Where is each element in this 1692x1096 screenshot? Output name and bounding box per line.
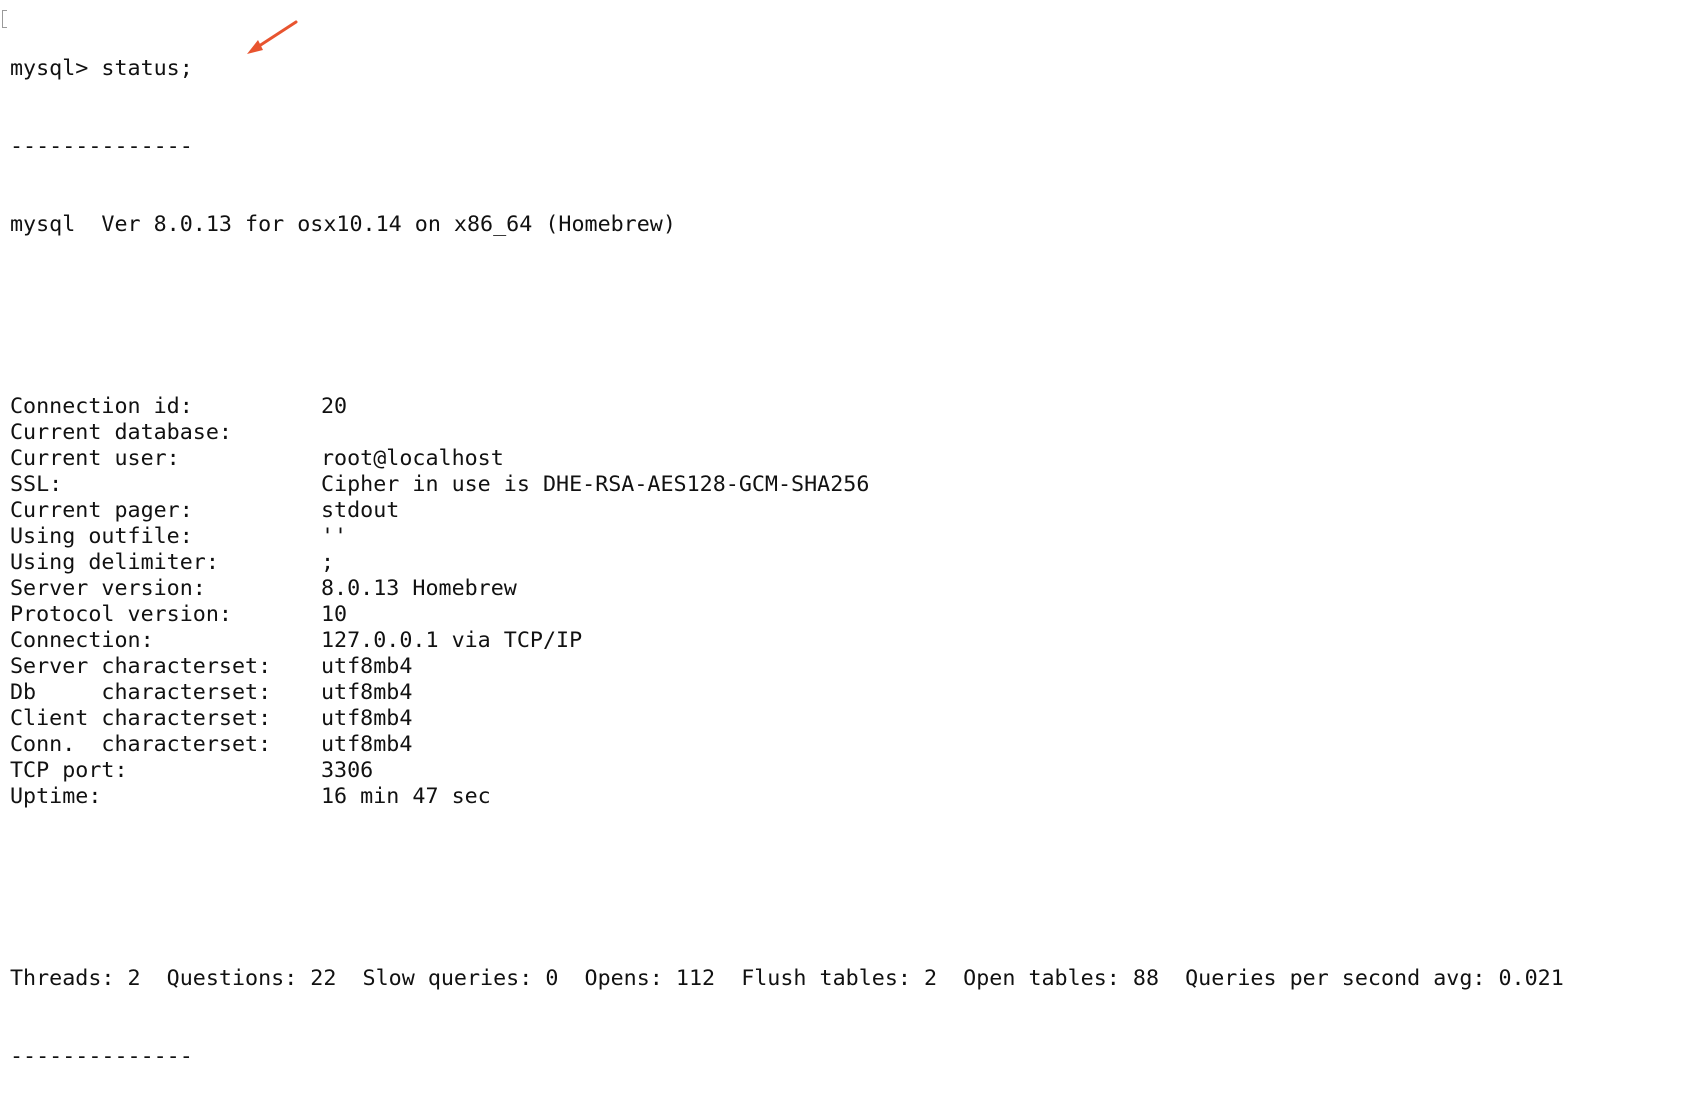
status-row: Using outfile: '' bbox=[10, 524, 1564, 550]
status-label: Db characterset: bbox=[10, 680, 272, 705]
terminal-output: mysql> status; -------------- mysql Ver … bbox=[10, 4, 1564, 1096]
status-value: 10 bbox=[321, 602, 348, 627]
status-row: Db characterset: utf8mb4 bbox=[10, 680, 1564, 706]
status-row: Connection: 127.0.0.1 via TCP/IP bbox=[10, 628, 1564, 654]
status-value: 20 bbox=[321, 394, 348, 419]
prompt-line: mysql> status; bbox=[10, 56, 193, 81]
status-value: utf8mb4 bbox=[321, 732, 413, 757]
status-row: Protocol version: 10 bbox=[10, 602, 1564, 628]
status-label: SSL: bbox=[10, 472, 63, 497]
status-row: Current database: bbox=[10, 420, 1564, 446]
status-value: '' bbox=[321, 524, 348, 549]
status-value: 127.0.0.1 via TCP/IP bbox=[321, 628, 583, 653]
status-value: utf8mb4 bbox=[321, 706, 413, 731]
status-label: Connection id: bbox=[10, 394, 193, 419]
version-line: mysql Ver 8.0.13 for osx10.14 on x86_64 … bbox=[10, 212, 676, 237]
blank-line bbox=[10, 888, 1564, 914]
status-label: Protocol version: bbox=[10, 602, 232, 627]
status-value: 8.0.13 Homebrew bbox=[321, 576, 517, 601]
cursor-marker bbox=[2, 10, 7, 28]
status-value: utf8mb4 bbox=[321, 654, 413, 679]
status-label: Using outfile: bbox=[10, 524, 193, 549]
status-row: Conn. characterset: utf8mb4 bbox=[10, 732, 1564, 758]
summary-line: Threads: 2 Questions: 22 Slow queries: 0… bbox=[10, 966, 1564, 991]
status-row: Connection id: 20 bbox=[10, 394, 1564, 420]
status-value: ; bbox=[321, 550, 335, 575]
status-value: Cipher in use is DHE-RSA-AES128-GCM-SHA2… bbox=[321, 472, 870, 497]
status-row: TCP port: 3306 bbox=[10, 758, 1564, 784]
status-row: SSL: Cipher in use is DHE-RSA-AES128-GCM-… bbox=[10, 472, 1564, 498]
status-label: Using delimiter: bbox=[10, 550, 219, 575]
status-label: Current pager: bbox=[10, 498, 193, 523]
status-row: Current pager: stdout bbox=[10, 498, 1564, 524]
closing-separator-line: -------------- bbox=[10, 1044, 193, 1069]
status-label: Connection: bbox=[10, 628, 154, 653]
status-value: 3306 bbox=[321, 758, 374, 783]
status-row: Client characterset: utf8mb4 bbox=[10, 706, 1564, 732]
status-label: TCP port: bbox=[10, 758, 128, 783]
separator-line: -------------- bbox=[10, 134, 193, 159]
status-value: 16 min 47 sec bbox=[321, 784, 491, 809]
status-row: Using delimiter:; bbox=[10, 550, 1564, 576]
status-label: Uptime: bbox=[10, 784, 102, 809]
status-label: Conn. characterset: bbox=[10, 732, 272, 757]
status-value: utf8mb4 bbox=[321, 680, 413, 705]
status-label: Current user: bbox=[10, 446, 180, 471]
status-label: Current database: bbox=[10, 420, 232, 445]
status-label: Server characterset: bbox=[10, 654, 272, 679]
status-row: Server characterset: utf8mb4 bbox=[10, 654, 1564, 680]
blank-line bbox=[10, 290, 1564, 316]
status-row: Server version: 8.0.13 Homebrew bbox=[10, 576, 1564, 602]
status-label: Server version: bbox=[10, 576, 206, 601]
status-row: Current user: root@localhost bbox=[10, 446, 1564, 472]
status-row: Uptime: 16 min 47 sec bbox=[10, 784, 1564, 810]
status-value: root@localhost bbox=[321, 446, 504, 471]
status-label: Client characterset: bbox=[10, 706, 272, 731]
status-value: stdout bbox=[321, 498, 400, 523]
